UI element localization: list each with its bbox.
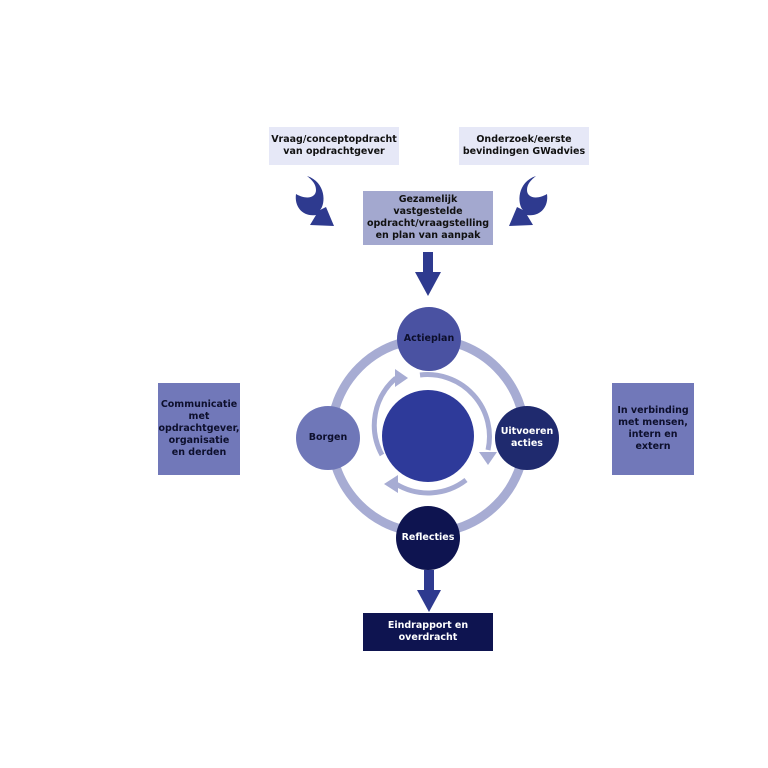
curved-arrow-left-icon	[295, 176, 334, 226]
arrow-down-to-output-icon	[417, 570, 441, 612]
side-box-connection: In verbinding met mensen, intern en exte…	[612, 383, 694, 475]
inner-arrow-top	[419, 372, 492, 451]
input-box-first-findings: Onderzoek/eerste bevindingen GWadvies	[459, 127, 589, 165]
cycle-node-borgen: Borgen	[296, 406, 360, 470]
curved-arrow-right-icon	[509, 176, 548, 226]
center-circle	[382, 390, 474, 482]
arrow-down-to-cycle-icon	[415, 252, 441, 296]
inner-arrow-bottom	[394, 477, 468, 496]
inner-arrowhead-right	[479, 452, 497, 465]
inner-arrowhead-bottom	[384, 475, 398, 493]
cycle-node-uitvoeren: Uitvoeren acties	[495, 406, 559, 470]
inner-arrow-left	[371, 376, 398, 457]
side-box-communication: Communicatie met opdrachtgever, organisa…	[158, 383, 240, 475]
input-box-client-request: Vraag/conceptopdracht van opdrachtgever	[269, 127, 399, 165]
combined-assignment-box: Gezamelijk vastgestelde opdracht/vraagst…	[363, 191, 493, 245]
output-box-final-report: Eindrapport en overdracht	[363, 613, 493, 651]
cycle-node-actieplan: Actieplan	[397, 307, 461, 371]
cycle-node-reflecties: Reflecties	[396, 506, 460, 570]
inner-arrowhead-top	[395, 369, 408, 387]
